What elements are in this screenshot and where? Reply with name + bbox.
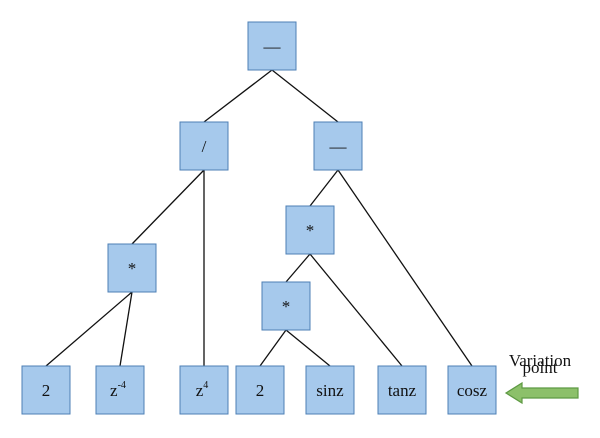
node-minus: — — [313, 121, 363, 171]
node-two-left: 2 — [21, 365, 71, 415]
edge-mul2-tanz — [309, 253, 403, 367]
tree-nodes: — / — * * * 2 z-4 — [21, 21, 497, 415]
node-root-label: — — [263, 37, 282, 56]
node-cosz-label: cosz — [457, 381, 488, 400]
node-divide: / — [179, 121, 229, 171]
node-divide-label: / — [202, 137, 207, 156]
node-sinz-label: sinz — [316, 381, 344, 400]
node-z-neg4: z-4 — [95, 365, 145, 415]
node-z4-exponent: 4 — [203, 380, 208, 391]
node-multiply-right: * — [285, 205, 335, 255]
edge-mul2-mul3 — [285, 253, 311, 283]
node-multiply-inner: * — [261, 281, 311, 331]
node-z-neg4-exponent: -4 — [118, 380, 126, 391]
node-multiply-inner-label: * — [282, 297, 291, 316]
node-z-neg4-label: z-4 — [110, 380, 126, 400]
node-tanz: tanz — [377, 365, 427, 415]
node-two-right: 2 — [235, 365, 285, 415]
edge-mul3-two_b — [259, 329, 287, 367]
variation-point-annotation: Variation point — [504, 351, 579, 405]
edge-mul3-sinz — [285, 329, 331, 367]
edge-div-mul1 — [131, 169, 205, 245]
edge-root-sub — [271, 69, 339, 123]
node-z-neg4-base: z — [110, 381, 118, 400]
edge-root-div — [203, 69, 273, 123]
node-z4-label: z4 — [196, 380, 209, 400]
variation-label-line2-text: point — [523, 358, 558, 377]
node-two-right-label: 2 — [256, 381, 265, 400]
node-multiply-left-label: * — [128, 259, 137, 278]
edge-sub-mul2 — [309, 169, 339, 207]
node-tanz-label: tanz — [388, 381, 417, 400]
node-z4-base: z — [196, 381, 204, 400]
edge-mul1-zneg4 — [119, 291, 133, 367]
variation-label-line1: Variation — [509, 351, 572, 370]
node-z4: z4 — [179, 365, 229, 415]
left-arrow-icon — [504, 381, 579, 405]
edge-mul1-two_a — [45, 291, 133, 367]
tree-edges — [45, 69, 473, 367]
node-root-minus: — — [247, 21, 297, 71]
node-multiply-right-label: * — [306, 221, 315, 240]
node-multiply-left: * — [107, 243, 157, 293]
variation-label-line2: point — [523, 358, 558, 377]
node-two-left-label: 2 — [42, 381, 51, 400]
edge-sub-cosz — [337, 169, 473, 367]
node-minus-label: — — [329, 137, 348, 156]
node-cosz: cosz — [447, 365, 497, 415]
node-sinz: sinz — [305, 365, 355, 415]
